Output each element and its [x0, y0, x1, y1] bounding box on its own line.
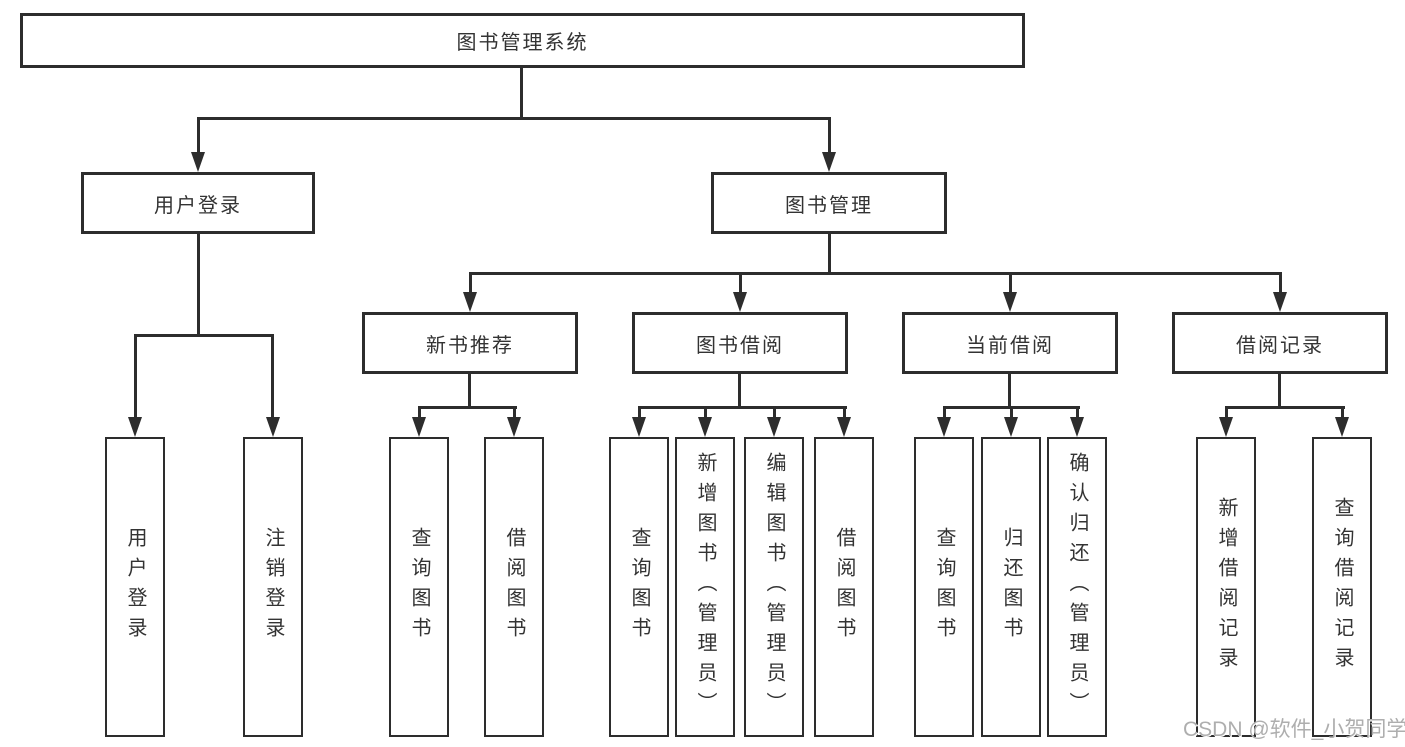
arrow-down-icon	[1070, 417, 1084, 437]
arrow-down-icon	[507, 417, 521, 437]
leaf-label: 借阅图书	[833, 527, 855, 647]
connector-line	[134, 334, 137, 418]
arrow-down-icon	[822, 152, 836, 172]
connector-line	[418, 406, 517, 409]
connector-line	[828, 234, 831, 275]
connector-line	[134, 334, 274, 337]
leaf-add-borrow-record: 新增借阅记录	[1196, 437, 1256, 737]
connector-line	[197, 117, 200, 153]
arrow-down-icon	[1004, 417, 1018, 437]
leaf-label: 新增图书（管理员）	[694, 452, 716, 722]
leaf-borrow-books-recommend: 借阅图书	[484, 437, 544, 737]
arrow-down-icon	[1003, 292, 1017, 312]
node-new-book-recommend: 新书推荐	[362, 312, 578, 374]
connector-line	[1225, 406, 1228, 419]
leaf-label: 编辑图书（管理员）	[763, 452, 785, 722]
arrow-down-icon	[412, 417, 426, 437]
node-book-management: 图书管理	[711, 172, 947, 234]
leaf-label: 查询借阅记录	[1331, 497, 1353, 677]
node-library-system: 图书管理系统	[20, 13, 1025, 68]
connector-line	[638, 406, 847, 409]
leaf-query-borrow-record: 查询借阅记录	[1312, 437, 1372, 737]
arrow-down-icon	[937, 417, 951, 437]
leaf-logout-login: 注销登录	[243, 437, 303, 737]
connector-line	[828, 117, 831, 153]
connector-line	[468, 374, 471, 408]
connector-line	[1009, 272, 1012, 294]
leaf-label: 归还图书	[1000, 527, 1022, 647]
node-user-login: 用户登录	[81, 172, 315, 234]
arrow-down-icon	[837, 417, 851, 437]
connector-line	[738, 374, 741, 408]
leaf-label: 新增借阅记录	[1215, 497, 1237, 677]
leaf-label: 注销登录	[262, 527, 284, 647]
node-book-borrowing: 图书借阅	[632, 312, 848, 374]
leaf-query-books-recommend: 查询图书	[389, 437, 449, 737]
leaf-label: 查询图书	[933, 527, 955, 647]
connector-line	[1341, 406, 1344, 419]
node-borrowing-records: 借阅记录	[1172, 312, 1388, 374]
arrow-down-icon	[632, 417, 646, 437]
leaf-label: 用户登录	[124, 527, 146, 647]
arrow-down-icon	[698, 417, 712, 437]
connector-line	[271, 334, 274, 418]
connector-line	[843, 406, 846, 419]
connector-line	[197, 117, 831, 120]
watermark: CSDN @软件_小贺同学	[1183, 718, 1405, 741]
leaf-label: 借阅图书	[503, 527, 525, 647]
leaf-query-books-current: 查询图书	[914, 437, 974, 737]
connector-line	[638, 406, 641, 419]
leaf-query-books-borrowing: 查询图书	[609, 437, 669, 737]
leaf-user-login: 用户登录	[105, 437, 165, 737]
connector-line	[197, 234, 200, 336]
connector-line	[773, 406, 776, 419]
arrow-down-icon	[266, 417, 280, 437]
node-current-borrowing: 当前借阅	[902, 312, 1118, 374]
connector-line	[469, 272, 472, 294]
connector-line	[1278, 374, 1281, 408]
connector-line	[1076, 406, 1079, 419]
leaf-return-books: 归还图书	[981, 437, 1041, 737]
connector-line	[704, 406, 707, 419]
connector-line	[739, 272, 742, 294]
arrow-down-icon	[733, 292, 747, 312]
connector-line	[513, 406, 516, 419]
connector-line	[1225, 406, 1345, 409]
connector-line	[1279, 272, 1282, 294]
leaf-label: 查询图书	[628, 527, 650, 647]
arrow-down-icon	[463, 292, 477, 312]
connector-line	[1010, 406, 1013, 419]
leaf-borrow-books-borrowing: 借阅图书	[814, 437, 874, 737]
leaf-label: 确认归还（管理员）	[1066, 452, 1088, 722]
leaf-add-books-admin: 新增图书（管理员）	[675, 437, 735, 737]
leaf-label: 查询图书	[408, 527, 430, 647]
connector-line	[943, 406, 946, 419]
leaf-edit-books-admin: 编辑图书（管理员）	[744, 437, 804, 737]
arrow-down-icon	[1335, 417, 1349, 437]
leaf-confirm-return-admin: 确认归还（管理员）	[1047, 437, 1107, 737]
arrow-down-icon	[1273, 292, 1287, 312]
arrow-down-icon	[1219, 417, 1233, 437]
connector-line	[418, 406, 421, 419]
connector-line	[520, 67, 523, 119]
arrow-down-icon	[191, 152, 205, 172]
arrow-down-icon	[767, 417, 781, 437]
connector-line	[469, 272, 1282, 275]
arrow-down-icon	[128, 417, 142, 437]
connector-line	[1008, 374, 1011, 408]
